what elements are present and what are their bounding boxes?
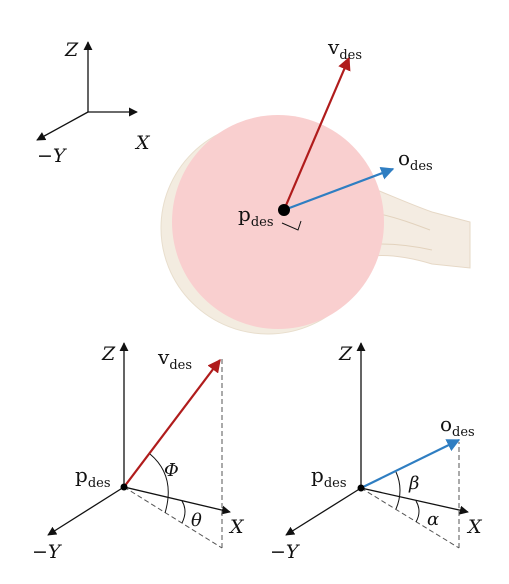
- paddle-orientation-label: odes: [398, 146, 433, 174]
- right-z-label: Z: [338, 343, 353, 365]
- left-theta-label: θ: [191, 510, 202, 531]
- paddle-velocity-arrow: [282, 56, 351, 211]
- paddle-handle-ridge: [379, 213, 433, 251]
- left-phi-label: Φ: [164, 460, 179, 481]
- paddle-center-point: [278, 204, 290, 216]
- top-z-label: Z: [64, 39, 79, 61]
- left-origin-point: [120, 483, 128, 491]
- left-phi-arc: [149, 453, 169, 514]
- left-x-axis: [123, 486, 231, 515]
- left-z-label: Z: [101, 343, 116, 365]
- paddle-handle: [371, 187, 471, 269]
- top-neg-y-axis: [36, 111, 89, 141]
- right-alpha-arc: [415, 500, 420, 523]
- right-origin-point: [357, 484, 365, 492]
- right-orientation-arrow: [360, 439, 461, 489]
- left-velocity-arrow: [123, 358, 221, 488]
- right-orientation-label: odes: [440, 412, 475, 440]
- left-y-label: −Y: [32, 541, 63, 563]
- left-x-label: X: [228, 516, 245, 538]
- right-y-label: −Y: [270, 541, 301, 563]
- paddle-orientation-arrow: [283, 167, 395, 212]
- left-velocity-label: vdes: [157, 345, 192, 373]
- top-y-label: −Y: [37, 145, 68, 167]
- left-projection-line: [123, 486, 223, 549]
- left-neg-y-axis: [47, 486, 125, 536]
- left-theta-arc: [181, 500, 186, 524]
- right-position-label: pdes: [311, 463, 347, 491]
- right-beta-arc: [395, 471, 401, 510]
- orientation-angle-frame: Z X −Y odes pdes β α: [270, 342, 483, 563]
- right-alpha-label: α: [427, 509, 439, 530]
- right-x-label: X: [466, 516, 483, 538]
- right-x-axis: [360, 487, 469, 515]
- paddle-face: [172, 115, 384, 329]
- left-position-label: pdes: [75, 463, 111, 491]
- right-projection-line: [360, 487, 460, 549]
- right-beta-label: β: [408, 473, 419, 494]
- paddle-velocity-label: vdes: [327, 35, 362, 63]
- paddle-illustration: vdes odes pdes: [160, 35, 471, 335]
- top-coordinate-frame: Z X −Y: [36, 39, 151, 167]
- paddle-right-angle-mark: [281, 220, 302, 231]
- right-neg-y-axis: [285, 487, 362, 536]
- paddle-position-label: pdes: [238, 202, 274, 230]
- velocity-angle-frame: Z X −Y vdes pdes Φ θ: [32, 342, 245, 563]
- top-x-label: X: [134, 132, 151, 154]
